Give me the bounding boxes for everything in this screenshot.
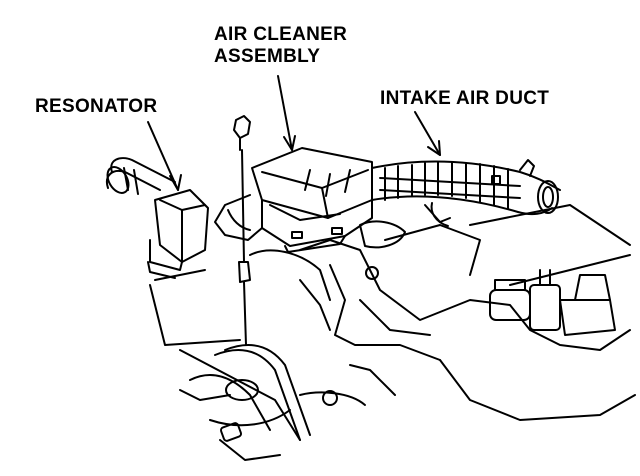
air-cleaner-label-line2: ASSEMBLY	[214, 46, 321, 67]
callout-leaders	[147, 75, 441, 191]
intake-air-duct-label: INTAKE AIR DUCT	[380, 88, 550, 109]
air-cleaner-label-line1: AIR CLEANER	[214, 24, 348, 45]
resonator	[106, 157, 209, 279]
mounting-bolt	[233, 115, 251, 346]
lower-hoses	[179, 344, 396, 461]
air-cleaner-assembly	[214, 147, 373, 253]
body-panel-outline	[149, 204, 631, 441]
resonator-label: RESONATOR	[35, 96, 158, 117]
air-cleaner-assembly-label: AIR CLEANER ASSEMBLY	[214, 24, 347, 68]
intake-air-duct	[371, 159, 561, 227]
engine-block	[249, 220, 636, 421]
